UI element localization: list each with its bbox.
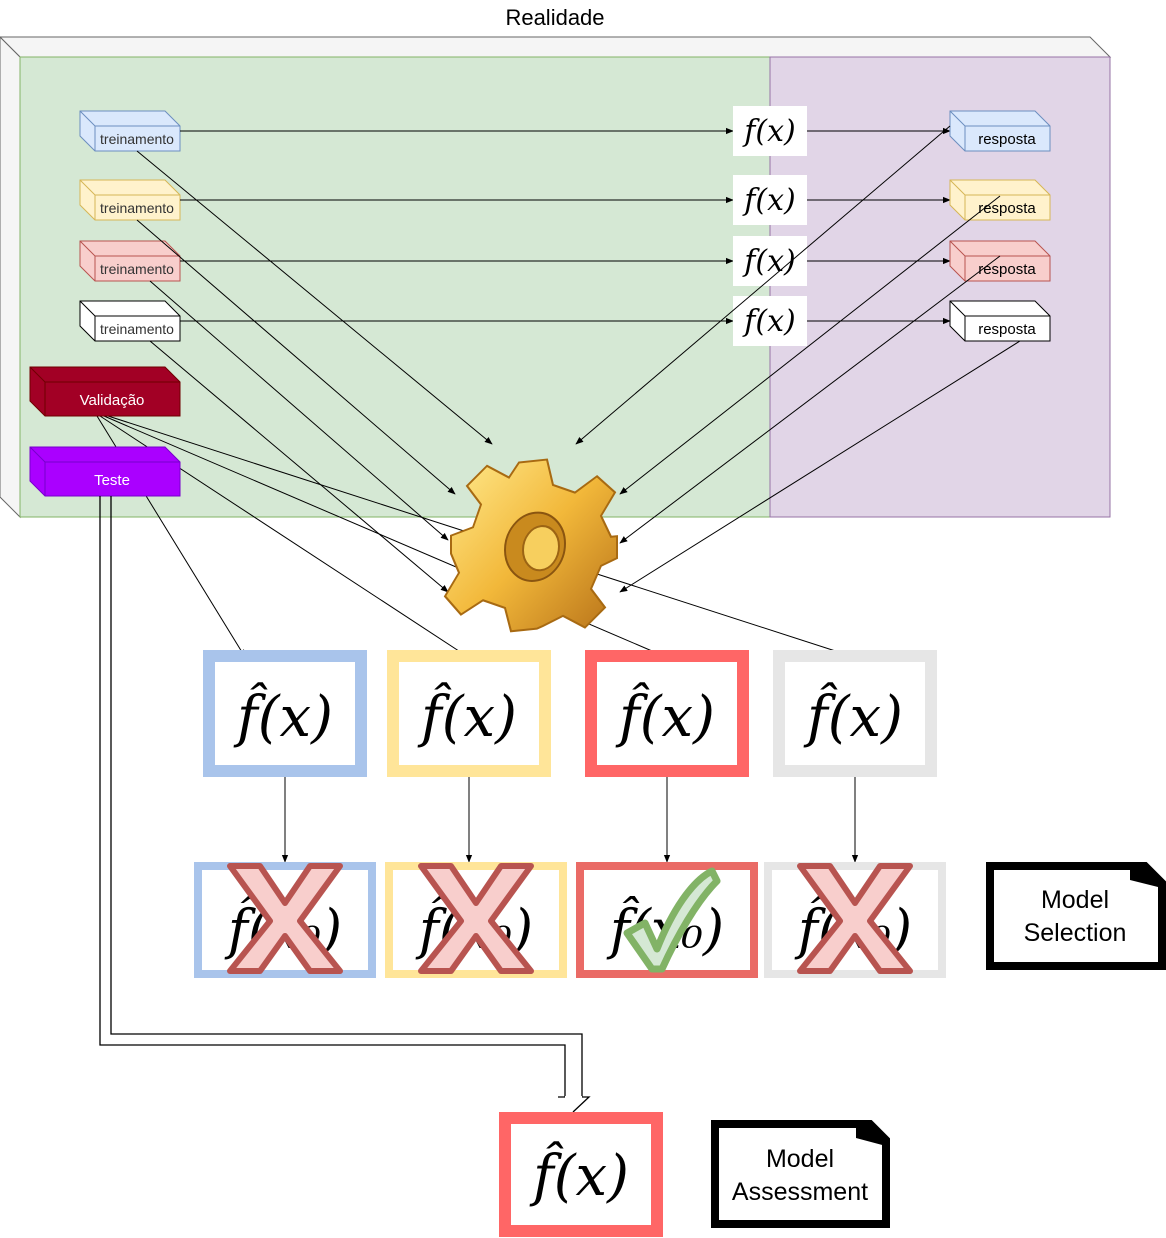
training-block: treinamento bbox=[79, 300, 181, 342]
function-box bbox=[733, 296, 807, 346]
flow-arrow bbox=[619, 340, 1021, 593]
flow-arrow bbox=[575, 125, 951, 445]
response-block: resposta bbox=[949, 300, 1051, 342]
model-label: f̂(x) bbox=[615, 681, 715, 750]
final-model-box: f̂(x) bbox=[499, 1112, 663, 1237]
response-label: resposta bbox=[978, 200, 1036, 217]
response-block: resposta bbox=[949, 110, 1051, 152]
validation-block: Validação bbox=[29, 366, 181, 417]
function-box bbox=[733, 175, 807, 225]
model-assessment-line1: Model bbox=[766, 1145, 834, 1173]
gear-icon bbox=[443, 458, 618, 633]
response-block: resposta bbox=[949, 179, 1051, 221]
function-box bbox=[733, 236, 807, 286]
evaluation-box: f̂(x₀) bbox=[576, 862, 758, 978]
training-block: treinamento bbox=[79, 110, 181, 152]
training-label: treinamento bbox=[100, 200, 174, 216]
reality-title: Realidade bbox=[505, 5, 604, 30]
model-label: f̂(x) bbox=[417, 681, 517, 750]
training-row: treinamento f(x) resposta bbox=[79, 236, 1051, 286]
model-selection-note: Model Selection bbox=[986, 862, 1166, 970]
training-block: treinamento bbox=[79, 240, 181, 282]
response-region bbox=[769, 56, 1111, 518]
x-mark-icon bbox=[797, 863, 913, 974]
function-box bbox=[733, 106, 807, 156]
flow-arrow bbox=[149, 280, 449, 541]
flow-arrow bbox=[619, 255, 1001, 544]
function-label: f(x) bbox=[742, 244, 795, 279]
function-label: f(x) bbox=[742, 114, 795, 149]
function-label: f(x) bbox=[742, 183, 795, 218]
model-label: f̂(x) bbox=[803, 681, 903, 750]
response-block: resposta bbox=[949, 240, 1051, 282]
x-mark-icon bbox=[227, 863, 343, 974]
validation-label: Validação bbox=[80, 392, 145, 409]
model-assessment-line2: Assessment bbox=[732, 1178, 868, 1206]
model-box: f̂(x) bbox=[203, 650, 367, 777]
response-label: resposta bbox=[978, 261, 1036, 278]
function-label: f(x) bbox=[742, 304, 795, 339]
model-selection-line1: Model bbox=[1041, 886, 1109, 914]
training-label: treinamento bbox=[100, 131, 174, 147]
model-box: f̂(x) bbox=[387, 650, 551, 777]
training-row: treinamento f(x) resposta bbox=[79, 175, 1051, 225]
evaluation-box: f̂(x₀) bbox=[194, 862, 376, 978]
checkmark-icon bbox=[623, 867, 721, 973]
model-box: f̂(x) bbox=[773, 650, 937, 777]
model-selection-line2: Selection bbox=[1024, 919, 1127, 947]
model-assessment-note: Model Assessment bbox=[711, 1120, 890, 1228]
training-row: treinamento f(x) resposta bbox=[79, 296, 1051, 346]
test-block: Teste bbox=[29, 446, 181, 497]
model-label: f̂(x) bbox=[233, 681, 333, 750]
model-box: f̂(x) bbox=[585, 650, 749, 777]
response-label: resposta bbox=[978, 131, 1036, 148]
training-block: treinamento bbox=[79, 179, 181, 221]
training-label: treinamento bbox=[100, 321, 174, 337]
flow-arrow bbox=[136, 219, 456, 495]
evaluation-box: f̂(x₀) bbox=[764, 862, 946, 978]
test-to-assessment-arrow bbox=[99, 496, 591, 1113]
final-model-label: f̂(x) bbox=[529, 1140, 629, 1209]
response-label: resposta bbox=[978, 321, 1036, 338]
flow-arrow bbox=[149, 340, 449, 593]
evaluation-box: f̂(x₀) bbox=[385, 862, 567, 978]
flow-arrow bbox=[619, 195, 1001, 495]
training-label: treinamento bbox=[100, 261, 174, 277]
training-row: treinamento f(x) resposta bbox=[79, 106, 1051, 156]
x-mark-icon bbox=[418, 863, 534, 974]
flow-arrow bbox=[136, 150, 493, 445]
test-label: Teste bbox=[94, 472, 130, 489]
